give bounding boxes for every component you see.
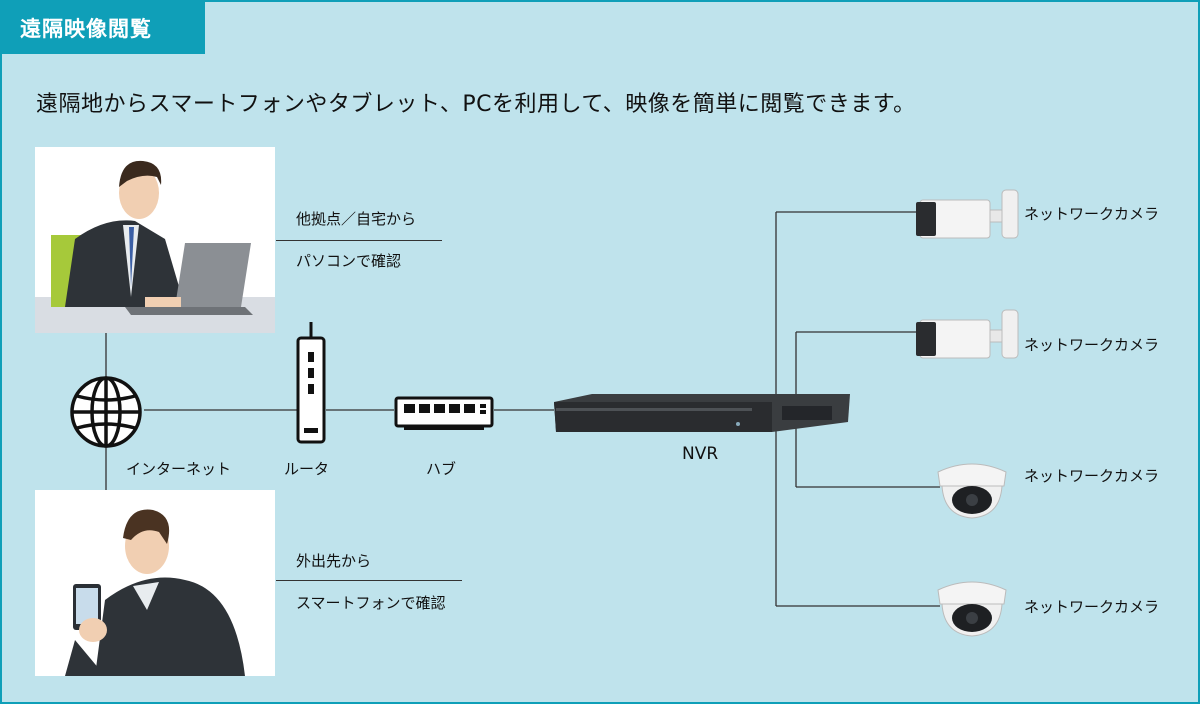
camera-label-3: ネットワークカメラ [1024,467,1160,485]
camera-label-4: ネットワークカメラ [1024,598,1160,616]
intro-text: 遠隔地からスマートフォンやタブレット、PCを利用して、映像を簡単に閲覧できます。 [36,92,916,117]
mobile-access-divider [276,580,462,581]
dome-camera-icon [937,581,1007,637]
router-icon [296,322,326,444]
pc-access-divider [276,240,442,241]
mobile-access-line2: スマートフォンで確認 [296,594,446,612]
hub-label: ハブ [426,460,457,478]
dome-camera-icon [937,463,1007,519]
hub-icon [394,396,494,430]
pc-access-line2: パソコンで確認 [296,252,402,270]
mobile-user-photo [35,490,275,676]
pc-user-photo [35,147,275,333]
pc-access-line1: 他拠点／自宅から [296,210,417,228]
mobile-access-line1: 外出先から [296,552,372,570]
camera-label-2: ネットワークカメラ [1024,336,1160,354]
camera-label-1: ネットワークカメラ [1024,205,1160,223]
internet-label: インターネット [126,460,232,478]
router-label: ルータ [284,460,330,478]
globe-icon [70,376,142,448]
nvr-label: NVR [682,444,719,464]
page-title: 遠隔映像閲覧 [2,2,205,54]
nvr-icon [554,394,850,432]
bullet-camera-icon [916,309,1019,359]
bullet-camera-icon [916,189,1019,239]
